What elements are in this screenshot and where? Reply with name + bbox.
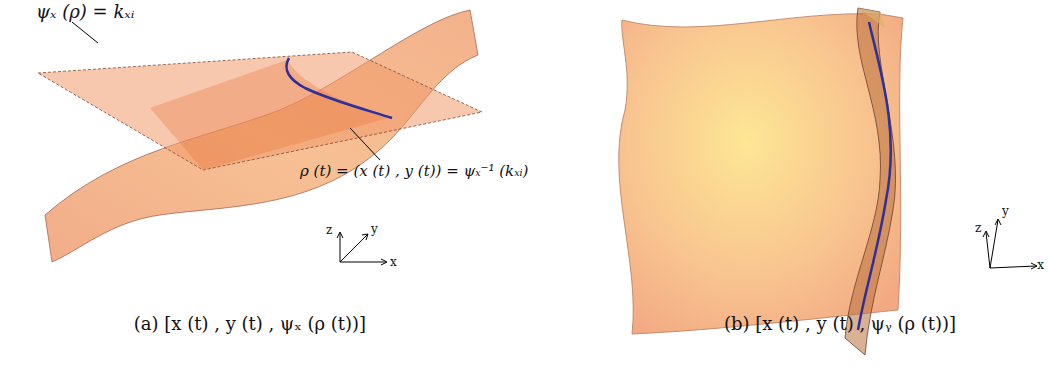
axis-triad xyxy=(337,232,387,265)
axis-label: x xyxy=(1037,259,1044,272)
curve-label: ρ (t) = (x (t) , y (t)) = ψₓ⁻¹ (kₓᵢ) xyxy=(300,163,528,180)
axis-label: z xyxy=(975,222,981,235)
level-curve xyxy=(858,22,891,330)
intersection-shade xyxy=(150,60,392,170)
axis-label: y xyxy=(1002,205,1009,218)
curved-surface xyxy=(45,10,478,262)
leader-line xyxy=(350,128,380,160)
axis-triad xyxy=(983,219,1037,269)
subfigure-caption: (a) [x (t) , y (t) , ψₓ (ρ (t))] xyxy=(134,314,366,334)
level-plane xyxy=(38,52,482,170)
level-plane xyxy=(845,8,896,355)
axis-label: y xyxy=(371,223,378,236)
axis-label: z xyxy=(326,224,332,237)
level-curve xyxy=(286,58,392,118)
subfigure-caption: (b) [x (t) , y (t) , ψᵧ (ρ (t))] xyxy=(724,314,956,334)
plane-edge xyxy=(858,8,885,28)
leader-line xyxy=(72,22,98,43)
axis-label: x xyxy=(390,256,397,269)
equation-label: ψₓ (ρ) = kₓᵢ xyxy=(36,2,134,22)
